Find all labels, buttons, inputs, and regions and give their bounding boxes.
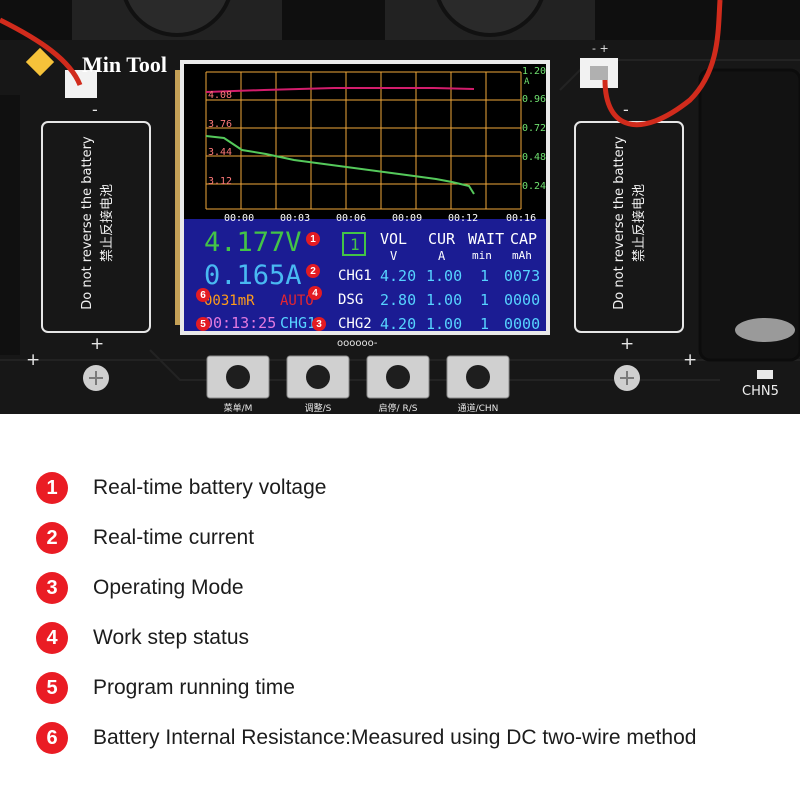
table-row-step: CHG2 <box>338 316 372 332</box>
legend-text: Battery Internal Resistance:Measured usi… <box>93 726 697 749</box>
table-unit-cur: A <box>438 249 446 263</box>
axis-amp-3: 0.72 <box>522 123 547 134</box>
legend-item: 1 Real-time battery voltage <box>36 470 326 506</box>
axis-amp-4: 0.48 <box>522 152 547 163</box>
table-row-vol: 2.80 <box>380 291 417 309</box>
axis-time-6: 00:16 <box>506 213 537 224</box>
axis-volt-2: 3.76 <box>208 119 233 130</box>
legend-item: 5 Program running time <box>36 670 295 706</box>
table-row-vol: 4.20 <box>380 267 417 285</box>
table-row-cap: 0000 <box>504 315 541 333</box>
legend-item: 4 Work step status <box>36 620 249 656</box>
legend-item: 2 Real-time current <box>36 520 254 556</box>
slot-left-minus: - <box>92 100 98 119</box>
slot-far-plus: + <box>683 350 698 370</box>
legend-number-badge: 4 <box>36 622 68 654</box>
start-stop-button-label[interactable]: 启停/ R/S <box>378 404 418 414</box>
channel-button-label[interactable]: 通道/CHN <box>457 404 499 414</box>
channel-number: 1 <box>350 235 360 254</box>
channel-label: CHN5 <box>742 384 779 399</box>
slot-outer-plus: + <box>26 350 41 370</box>
table-row-wait: 1 <box>480 267 490 285</box>
table-unit-cap: mAh <box>512 249 532 262</box>
axis-volt-4: 3.12 <box>208 176 233 187</box>
auto-status: AUTO <box>280 293 314 309</box>
axis-time-1: 00:00 <box>224 213 255 224</box>
run-time-readout: 00:13:25 <box>204 314 277 332</box>
table-row-step: DSG <box>338 292 364 308</box>
table-row-cap: 0073 <box>504 267 541 285</box>
badge-mode: 3 <box>312 317 326 331</box>
table-row-wait: 1 <box>480 315 490 333</box>
adjust-button-label[interactable]: 调整/S <box>304 404 332 414</box>
table-row-cur: 1.00 <box>426 267 463 285</box>
brand-logo: Min Tool <box>82 52 167 77</box>
pin-header-label: oooooo- <box>337 338 378 349</box>
table-row-cur: 1.00 <box>426 291 463 309</box>
legend-number-badge: 3 <box>36 572 68 604</box>
badge-current: 2 <box>306 264 320 278</box>
mode-readout: CHG1 <box>280 314 317 332</box>
voltage-readout: 4.177V <box>204 227 302 258</box>
badge-resistance: 6 <box>196 288 210 302</box>
axis-amp-2: 0.96 <box>522 94 547 105</box>
legend-number-badge: 1 <box>36 472 68 504</box>
current-readout: 0.165A <box>204 260 302 291</box>
lcd-screen: 4.08 3.76 3.44 3.12 1.20 A 0.96 0.72 0.4… <box>180 60 550 335</box>
table-header-cap: CAP <box>510 230 538 248</box>
table-row-step: CHG1 <box>338 268 372 284</box>
slot-warning-right: Do not reverse the battery 禁止反接电池 <box>610 108 680 338</box>
table-header-wait: WAIT <box>468 230 505 248</box>
channel-box: 1 <box>342 232 366 256</box>
axis-time-3: 00:06 <box>336 213 367 224</box>
table-unit-wait: min <box>472 249 492 262</box>
axis-volt-3: 3.44 <box>208 147 233 158</box>
connector-polarity: - + <box>592 42 609 55</box>
table-header-cur: CUR <box>428 230 456 248</box>
legend-text: Real-time current <box>93 526 255 549</box>
legend-item: 3 Operating Mode <box>36 570 244 606</box>
legend-text: Real-time battery voltage <box>93 476 327 499</box>
slot-warning-en: Do not reverse the battery <box>80 136 95 310</box>
legend-number-badge: 5 <box>36 672 68 704</box>
legend-number-badge: 6 <box>36 722 68 754</box>
menu-button-label[interactable]: 菜单/M <box>223 404 253 414</box>
legend-text: Work step status <box>93 626 250 649</box>
legend-text: Operating Mode <box>93 576 244 599</box>
slot-warning-cn: 禁止反接电池 <box>100 184 115 263</box>
axis-amp-5: 0.24 <box>522 181 547 192</box>
axis-amp-1: 1.20 <box>522 66 547 77</box>
axis-volt-1: 4.08 <box>208 90 233 101</box>
product-photo: Min Tool - + - + + - + + oooooo- CHN5 Do… <box>0 0 800 414</box>
axis-amp-unit: A <box>524 77 530 87</box>
table-row-cur: 1.00 <box>426 315 463 333</box>
slot-warning-en: Do not reverse the battery <box>612 136 627 310</box>
slot-right-minus: - <box>623 100 629 119</box>
badge-time: 5 <box>196 317 210 331</box>
legend-text: Program running time <box>93 676 295 699</box>
badge-voltage: 1 <box>306 232 320 246</box>
legend-number-badge: 2 <box>36 522 68 554</box>
slot-warning-left: Do not reverse the battery 禁止反接电池 <box>78 108 148 338</box>
badge-step: 4 <box>308 286 322 300</box>
axis-time-5: 00:12 <box>448 213 479 224</box>
table-row-wait: 1 <box>480 291 490 309</box>
table-header-vol: VOL <box>380 230 408 248</box>
table-row-cap: 0000 <box>504 291 541 309</box>
axis-time-4: 00:09 <box>392 213 423 224</box>
table-unit-vol: V <box>390 249 398 263</box>
legend-item: 6 Battery Internal Resistance:Measured u… <box>36 720 696 756</box>
slot-right-plus: + <box>620 334 635 354</box>
resistance-readout: 0031mR <box>204 293 255 309</box>
slot-left-plus: + <box>90 334 105 354</box>
axis-time-2: 00:03 <box>280 213 311 224</box>
slot-warning-cn: 禁止反接电池 <box>632 184 647 263</box>
table-row-vol: 4.20 <box>380 315 417 333</box>
capacity-graph <box>184 64 546 219</box>
